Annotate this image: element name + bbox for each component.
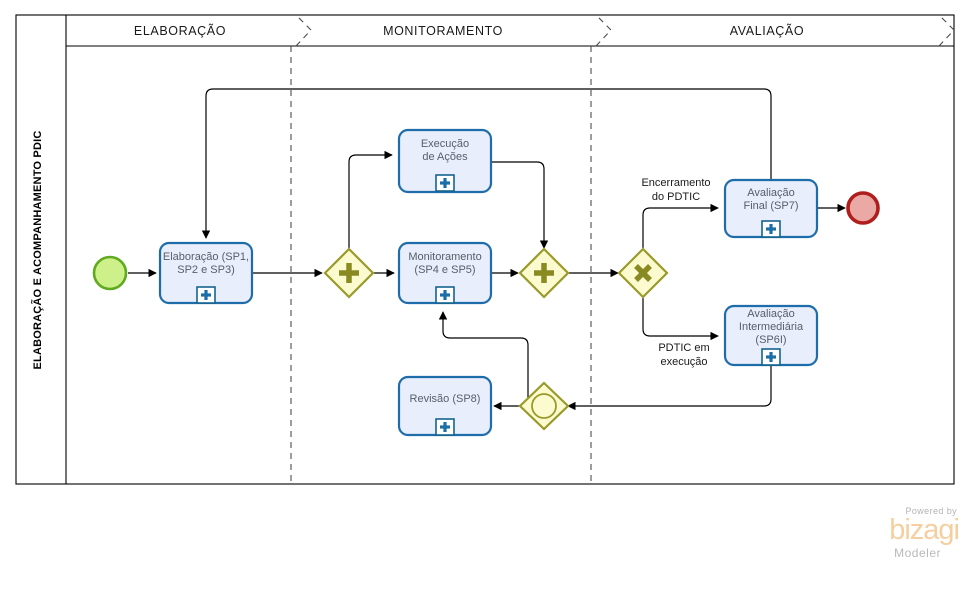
task-avaliacao-intermediaria-label-line2: Intermediária bbox=[739, 321, 804, 333]
flow-exclusive-to-avaliacao-final bbox=[642, 203, 719, 250]
task-revisao-subprocess-marker bbox=[435, 418, 455, 436]
phase-header-chevrons bbox=[295, 14, 955, 47]
task-monitoramento[interactable]: Monitoramento (SP4 e SP5) bbox=[397, 241, 493, 305]
flow-label-encerramento-line1: Encerramento bbox=[641, 177, 710, 189]
chevron-elaboracao-monitoramento bbox=[295, 14, 312, 47]
branding-product-name: Modeler bbox=[894, 546, 941, 560]
flow-label-execucao-line1: PDTIC em bbox=[658, 342, 709, 354]
task-revisao-label: Revisão (SP8) bbox=[410, 393, 481, 405]
bizagi-branding: Powered by bizagi Modeler bbox=[889, 506, 960, 560]
pool-label: ELABORAÇÃO E ACOMPANHAMENTO PDIC bbox=[31, 130, 44, 369]
task-execucao-label-line1: Execução bbox=[421, 138, 469, 150]
end-event-circle[interactable] bbox=[846, 191, 880, 225]
task-elaboracao-label-line1: Elaboração (SP1, bbox=[163, 251, 249, 263]
sequence-flows bbox=[128, 88, 846, 411]
task-avaliacao-final-label-line1: Avaliação bbox=[747, 187, 795, 199]
chevron-monitoramento-avaliacao bbox=[595, 14, 612, 47]
task-monitoramento-label-line1: Monitoramento bbox=[408, 251, 481, 263]
task-avaliacao-intermediaria-subprocess-marker bbox=[761, 348, 781, 366]
task-monitoramento-label-line2: (SP4 e SP5) bbox=[414, 264, 475, 276]
task-elaboracao[interactable]: Elaboração (SP1, SP2 e SP3) bbox=[158, 241, 254, 305]
gateway-exclusive[interactable] bbox=[617, 247, 669, 299]
task-execucao-label-line2: de Ações bbox=[422, 151, 468, 163]
flow-exclusive-to-avaliacao-intermediaria bbox=[642, 296, 719, 341]
gateway-exclusive-x-2 bbox=[634, 264, 652, 282]
task-execucao-rect[interactable] bbox=[397, 128, 493, 194]
task-revisao[interactable]: Revisão (SP8) bbox=[397, 375, 493, 437]
pool-outer-border bbox=[15, 14, 955, 485]
task-avaliacao-intermediaria-label-line1: Avaliação bbox=[747, 308, 795, 320]
pool-frame bbox=[15, 14, 955, 485]
task-avaliacao-intermediaria-label-line3: (SP6I) bbox=[755, 334, 786, 346]
task-elaboracao-label-line2: SP2 e SP3) bbox=[177, 264, 234, 276]
phase-dividers bbox=[290, 46, 592, 484]
flow-label-encerramento-line2: do PDTIC bbox=[652, 191, 700, 203]
flow-avaliacao-intermediaria-to-event-gateway bbox=[567, 365, 772, 411]
flow-labels: Encerramento do PDTIC PDTIC em execução bbox=[641, 177, 710, 368]
task-avaliacao-final[interactable]: Avaliação Final (SP7) bbox=[723, 178, 819, 239]
branding-logo-text: bizagi bbox=[889, 514, 960, 547]
flow-label-execucao-line2: execução bbox=[660, 356, 707, 368]
branding-powered-by: Powered by bbox=[905, 506, 957, 517]
phase-label-monitoramento: MONITORAMENTO bbox=[383, 24, 503, 38]
end-event[interactable] bbox=[846, 191, 880, 225]
task-avaliacao-final-subprocess-marker bbox=[761, 220, 781, 238]
start-event-circle[interactable] bbox=[92, 255, 128, 291]
chevron-avaliacao-end bbox=[938, 14, 955, 47]
task-avaliacao-intermediaria[interactable]: Avaliação Intermediária (SP6I) bbox=[723, 304, 819, 367]
gateway-event-based[interactable] bbox=[518, 381, 570, 431]
task-execucao-subprocess-marker bbox=[435, 174, 455, 192]
gateway-parallel-join[interactable] bbox=[518, 247, 570, 299]
phase-label-elaboracao: ELABORAÇÃO bbox=[134, 24, 226, 38]
task-elaboracao-subprocess-marker bbox=[196, 286, 216, 304]
gateway-event-based-circle bbox=[531, 393, 557, 419]
gateway-parallel-split[interactable] bbox=[323, 247, 375, 299]
task-execucao-acoes[interactable]: Execução de Ações bbox=[397, 128, 493, 194]
flow-avaliacao-final-loopback-to-elaboracao bbox=[201, 88, 772, 239]
phase-label-avaliacao: AVALIAÇÃO bbox=[730, 24, 804, 38]
flow-revisao-to-monitoramento bbox=[438, 311, 529, 406]
task-avaliacao-final-label-line2: Final (SP7) bbox=[743, 200, 798, 212]
task-monitoramento-subprocess-marker bbox=[435, 286, 455, 304]
start-event[interactable] bbox=[92, 255, 128, 291]
flow-execucao-to-join bbox=[491, 161, 549, 249]
flow-split-to-execucao bbox=[348, 150, 393, 252]
